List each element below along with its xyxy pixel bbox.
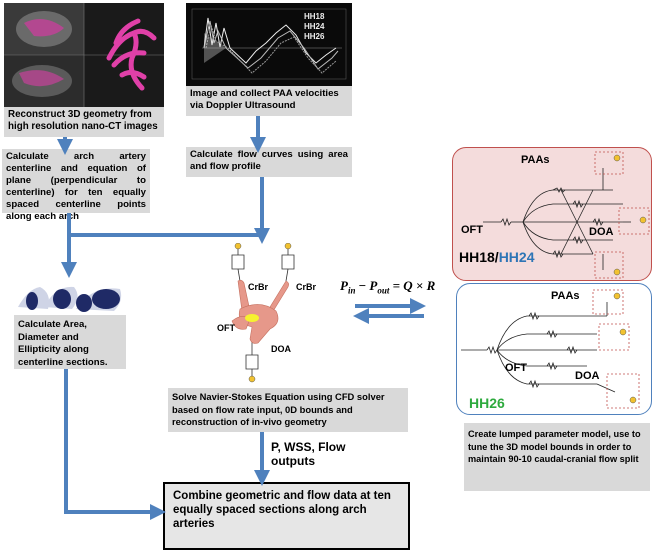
doppler-legend-hh24: HH24 <box>304 22 325 31</box>
nano-ct-render <box>4 3 164 107</box>
doppler-image: HH18 HH24 HH26 <box>186 3 352 86</box>
stage-label-hh26: HH26 <box>469 395 505 411</box>
combine-step: Combine geometric and flow data at ten e… <box>163 482 410 550</box>
cross-section-render <box>18 286 122 312</box>
oft-model-label: OFT <box>217 323 235 333</box>
reconstruct-step: Reconstruct 3D geometry from high resolu… <box>4 107 164 137</box>
doppler-legend-hh26: HH26 <box>304 32 325 41</box>
top-doa-label: DOA <box>589 226 614 238</box>
cfd-step: Solve Navier-Stokes Equation using CFD s… <box>168 388 408 432</box>
pressure-equation: Pin − Pout = Q × R <box>340 278 436 296</box>
bottom-paas-label: PAAs <box>551 290 580 302</box>
crbr-right-label: CrBr <box>296 282 317 292</box>
doppler-legend-hh18: HH18 <box>304 12 325 21</box>
cross-section-image <box>14 277 126 315</box>
cfd-model-render <box>231 242 295 383</box>
circuit-panel-hh26: PAAs OFT DOA HH26 <box>456 283 652 415</box>
doa-model-label: DOA <box>271 344 291 354</box>
top-oft-label: OFT <box>461 224 483 236</box>
crbr-left-label: CrBr <box>248 282 269 292</box>
circuit-diagram-top <box>483 151 650 279</box>
circuit-diagram-bottom <box>461 289 640 409</box>
stage-label-hh18-hh24: HH18/HH24 <box>459 249 535 265</box>
centerline-step: Calculate arch artery centerline and equ… <box>2 149 150 222</box>
doppler-waveform <box>191 8 347 80</box>
top-paas-label: PAAs <box>521 154 550 166</box>
doppler-step: Image and collect PAA velocities via Dop… <box>186 86 352 116</box>
lumped-model-step: Create lumped parameter model, use to tu… <box>464 423 650 491</box>
area-step: Calculate Area, Diameter and Ellipticity… <box>14 315 126 369</box>
outputs-label: P, WSS, Flow outputs <box>271 440 346 468</box>
bottom-doa-label: DOA <box>575 370 600 382</box>
circuit-panel-hh18-hh24: PAAs OFT DOA HH18/HH24 <box>452 147 652 281</box>
flow-curves-step: Calculate flow curves using area and flo… <box>186 147 352 177</box>
nano-ct-image <box>4 3 164 107</box>
cfd-model-image <box>218 242 308 383</box>
bottom-oft-label: OFT <box>505 362 527 374</box>
arrow-area-to-combine <box>64 369 166 520</box>
